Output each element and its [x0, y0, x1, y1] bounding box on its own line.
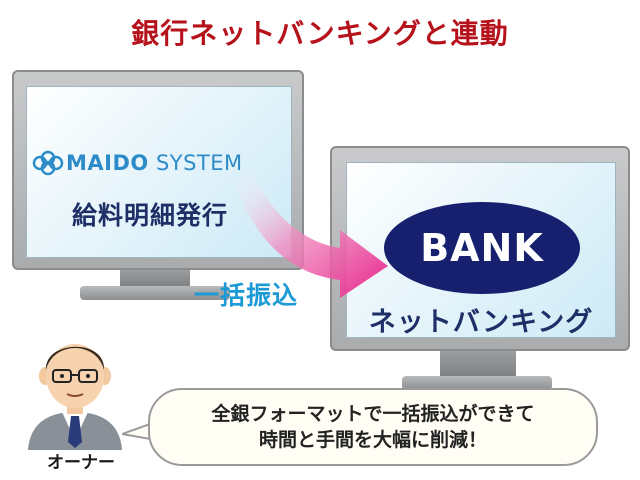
owner-avatar-icon — [28, 344, 122, 450]
speech-line-2: 時間と手間を大幅に削減！ — [258, 429, 487, 451]
bulk-transfer-label: 一括振込 — [194, 281, 299, 310]
speech-bubble-tail — [122, 420, 156, 442]
speech-bubble: 全銀フォーマットで一括振込ができて 時間と手間を大幅に削減！ — [148, 388, 598, 466]
left-monitor — [12, 70, 304, 270]
logo-text-sub: SYSTEM — [155, 151, 243, 175]
diagram-title: 銀行ネットバンキングと連動 — [131, 17, 509, 50]
right-monitor-stand — [440, 351, 516, 379]
right-monitor-base — [402, 376, 552, 390]
transfer-arrow-icon — [234, 170, 388, 298]
logo-text-main: MAIDO — [66, 151, 149, 175]
bank-label: BANK — [420, 226, 544, 270]
maido-system-logo: MAIDO SYSTEM — [32, 148, 282, 178]
logo-mark-icon — [32, 150, 64, 176]
left-monitor-stand — [120, 270, 190, 288]
speech-line-1: 全銀フォーマットで一括振込ができて — [211, 403, 535, 425]
owner-label: オーナー — [47, 453, 115, 473]
payroll-issue-label: 給料明細発行 — [71, 201, 228, 230]
left-monitor-base — [80, 286, 230, 300]
net-banking-label: ネットバンキング — [368, 307, 594, 338]
bank-badge: BANK — [384, 202, 580, 294]
left-monitor-screen — [26, 86, 292, 258]
